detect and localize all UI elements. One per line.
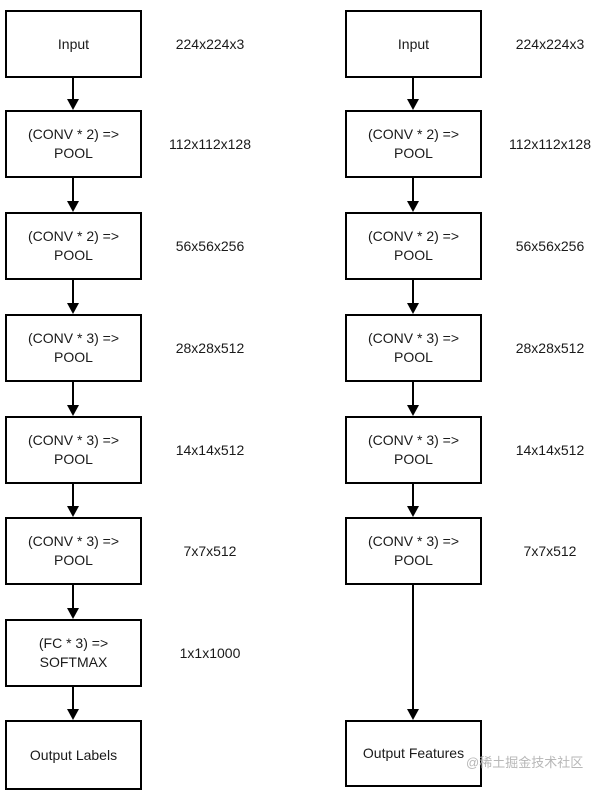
dimension-label: 56x56x256	[515, 238, 585, 254]
down-arrow-icon	[67, 280, 79, 314]
dimension-label: 224x224x3	[175, 36, 245, 52]
dimension-label: 14x14x512	[515, 442, 585, 458]
node-left-output-labels: Output Labels	[5, 720, 142, 790]
node-left-fc-softmax: (FC * 3) => SOFTMAX	[5, 619, 142, 687]
node-right-conv-block-3: (CONV * 3) => POOL	[345, 314, 482, 382]
node-right-output-features: Output Features	[345, 720, 482, 787]
dimension-label: 1x1x1000	[179, 645, 241, 661]
down-arrow-icon	[67, 484, 79, 517]
down-arrow-icon	[67, 687, 79, 720]
dimension-label: 112x112x128	[169, 136, 251, 152]
node-right-conv-block-2: (CONV * 2) => POOL	[345, 212, 482, 280]
node-left-conv-block-5: (CONV * 3) => POOL	[5, 517, 142, 585]
down-arrow-icon	[407, 178, 419, 212]
down-arrow-icon	[67, 382, 79, 416]
node-left-conv-block-2: (CONV * 2) => POOL	[5, 212, 142, 280]
dimension-label: 14x14x512	[175, 442, 245, 458]
dimension-label: 56x56x256	[175, 238, 245, 254]
node-right-input: Input	[345, 10, 482, 78]
dimension-label: 7x7x512	[523, 543, 577, 559]
down-arrow-icon	[407, 484, 419, 517]
down-arrow-icon	[67, 178, 79, 212]
node-right-conv-block-5: (CONV * 3) => POOL	[345, 517, 482, 585]
dimension-label: 28x28x512	[515, 340, 585, 356]
dimension-label: 28x28x512	[175, 340, 245, 356]
dimension-label: 7x7x512	[183, 543, 237, 559]
node-right-conv-block-4: (CONV * 3) => POOL	[345, 416, 482, 484]
dimension-label: 224x224x3	[515, 36, 585, 52]
node-left-conv-block-3: (CONV * 3) => POOL	[5, 314, 142, 382]
down-arrow-icon	[407, 382, 419, 416]
watermark-text: @稀土掘金技术社区	[466, 755, 584, 770]
down-arrow-icon	[67, 585, 79, 619]
node-left-conv-block-1: (CONV * 2) => POOL	[5, 110, 142, 178]
node-left-input: Input	[5, 10, 142, 78]
down-arrow-long-icon	[407, 585, 419, 720]
down-arrow-icon	[407, 78, 419, 110]
dimension-label: 112x112x128	[509, 136, 591, 152]
down-arrow-icon	[67, 78, 79, 110]
down-arrow-icon	[407, 280, 419, 314]
node-right-conv-block-1: (CONV * 2) => POOL	[345, 110, 482, 178]
node-left-conv-block-4: (CONV * 3) => POOL	[5, 416, 142, 484]
